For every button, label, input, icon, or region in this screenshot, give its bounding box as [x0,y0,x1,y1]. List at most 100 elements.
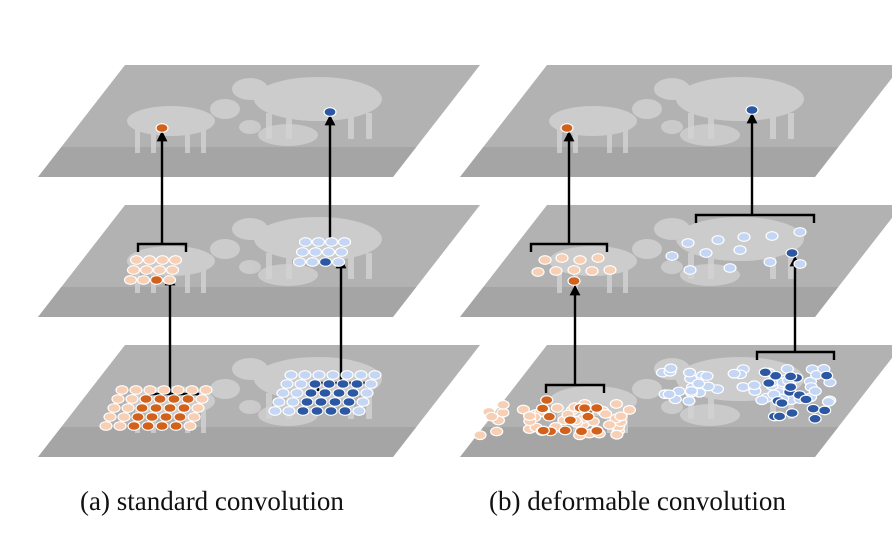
point-orange-bottom [139,394,153,404]
point-blue-middle [305,257,320,267]
point-blue-bottom [664,363,678,374]
point-blue-middle [723,263,737,273]
point-blue-middle [311,237,326,247]
point-orange-bottom [127,421,141,431]
point-blue-bottom [326,370,340,380]
point-orange-bottom [609,399,623,409]
point-orange-bottom [578,403,592,414]
point-blue-bottom [785,408,799,418]
sheep-head [232,218,268,240]
lamb-head [632,99,662,119]
point-orange-bottom [602,419,617,430]
sheep-leg [770,113,776,139]
point-blue-bottom [294,379,308,389]
sheep-head [232,358,268,380]
point-blue-bottom [298,370,312,380]
point-orange-bottom [135,403,149,413]
point-blue-middle [331,257,346,267]
point-orange-bottom [610,429,624,440]
small-lamb-silhouette [661,120,740,146]
lamb-leg [623,129,628,153]
small-lamb-head [661,120,683,134]
unit-orange-top [560,123,574,133]
bracket-blue-middle-b [694,213,816,223]
point-orange-bottom [173,412,187,422]
sheep-leg [788,393,794,419]
point-orange-bottom [581,411,595,422]
point-orange-bottom [121,403,135,413]
point-blue-bottom [820,370,834,381]
point-blue-bottom [683,367,697,378]
point-blue-bottom [662,389,676,400]
point-blue-bottom [784,371,798,382]
small-lamb-head [661,260,683,274]
point-orange-middle [126,265,141,275]
point-blue-bottom [354,370,368,380]
point-orange-bottom [195,394,209,404]
unit-orange-top [155,123,169,133]
point-blue-bottom [799,394,813,405]
plane-ground-band [460,427,839,457]
point-blue-bottom [691,378,706,389]
point-orange-middle [152,265,167,275]
point-blue-bottom [808,413,822,424]
point-blue-bottom [296,406,310,416]
sheep-head [654,218,690,240]
point-blue-middle [683,265,697,275]
point-blue-middle [733,245,747,255]
sheep-head [654,78,690,100]
point-orange-bottom [542,411,556,422]
point-blue-bottom [356,397,370,407]
point-blue-bottom [282,406,296,416]
point-orange-bottom [153,394,167,404]
point-orange-bottom [185,385,199,395]
point-orange-bottom [107,403,121,413]
point-blue-bottom [276,388,290,398]
point-orange-bottom [574,426,589,437]
lamb-leg [607,269,612,293]
point-orange-bottom [143,385,157,395]
lamb-leg [151,129,156,153]
connection-arrows [136,112,836,402]
point-blue-middle [324,237,339,247]
point-orange-middle [165,265,180,275]
point-blue-bottom [772,411,787,422]
point-blue-bottom [758,367,772,378]
sampling-points [99,105,837,441]
point-blue-bottom [272,397,286,407]
point-blue-middle [737,232,751,242]
caption-deformable-convolution: (b) deformable convolution [489,486,786,516]
sheep-leg [366,393,372,419]
point-orange-bottom [167,394,181,404]
point-orange-middle [538,255,552,265]
lamb-leg [557,269,562,293]
point-blue-bottom [340,370,354,380]
small-lamb-body [680,404,740,426]
lamb-head [632,379,662,399]
point-orange-bottom [157,385,171,395]
point-orange-bottom [496,399,510,410]
point-blue-bottom [310,406,324,416]
point-blue-bottom [304,388,318,398]
point-blue-bottom [818,405,832,416]
point-orange-middle [531,267,545,277]
point-orange-bottom [522,411,537,422]
point-orange-bottom [540,395,554,405]
point-blue-bottom [312,370,326,380]
point-blue-bottom [821,396,836,407]
point-orange-middle [149,275,164,285]
point-orange-bottom [99,421,113,431]
lamb-head [210,239,240,259]
point-blue-bottom [762,378,776,388]
lamb-leg [135,129,140,153]
sheep-leg [348,253,354,279]
point-blue-bottom [346,388,360,398]
lamb-leg [201,129,206,153]
point-orange-middle [162,275,177,285]
point-orange-middle [549,266,563,276]
lamb-leg [201,409,206,433]
point-orange-bottom [117,412,131,422]
point-blue-bottom [808,386,822,397]
small-lamb-head [239,400,261,414]
point-orange-bottom [563,415,577,426]
